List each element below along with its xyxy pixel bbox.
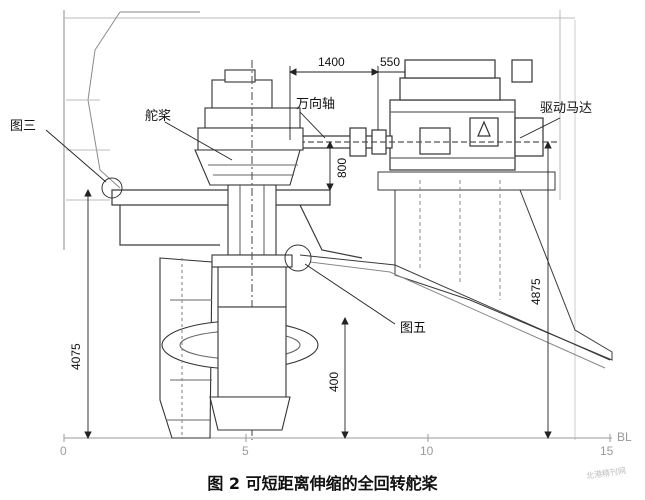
motor-foundation [299,171,613,369]
dimension-550: 550 [380,55,400,69]
label-figure-3: 图三 [10,119,36,134]
leader-lines [45,111,561,325]
dimension-800: 800 [335,158,349,178]
baseline-axis [63,434,612,442]
axis-unit-label: BL [617,430,632,444]
dimension-lines [84,66,552,440]
dimension-400: 400 [327,372,341,392]
dimension-4875: 4875 [529,278,543,305]
thruster-pod [159,257,319,439]
axis-tick-15: 15 [600,444,614,458]
vertical-column [211,60,293,440]
label-propeller: 舵桨 [145,108,171,124]
detail-circles [101,177,312,272]
dimension-1400: 1400 [318,55,345,69]
upper-gearbox [194,69,304,186]
label-drive-motor: 驱动马达 [540,101,592,116]
figure-caption: 图 2 可短距离伸缩的全回转舵桨 [207,474,438,493]
label-figure-5: 图五 [400,321,426,336]
axis-tick-0: 0 [60,444,67,458]
hull-outline [63,10,576,440]
drive-motor-body [389,59,544,171]
axis-tick-5: 5 [242,444,249,458]
dimension-4075: 4075 [69,343,83,370]
label-universal-shaft: 万向轴 [296,96,335,112]
axis-tick-10: 10 [420,444,434,458]
